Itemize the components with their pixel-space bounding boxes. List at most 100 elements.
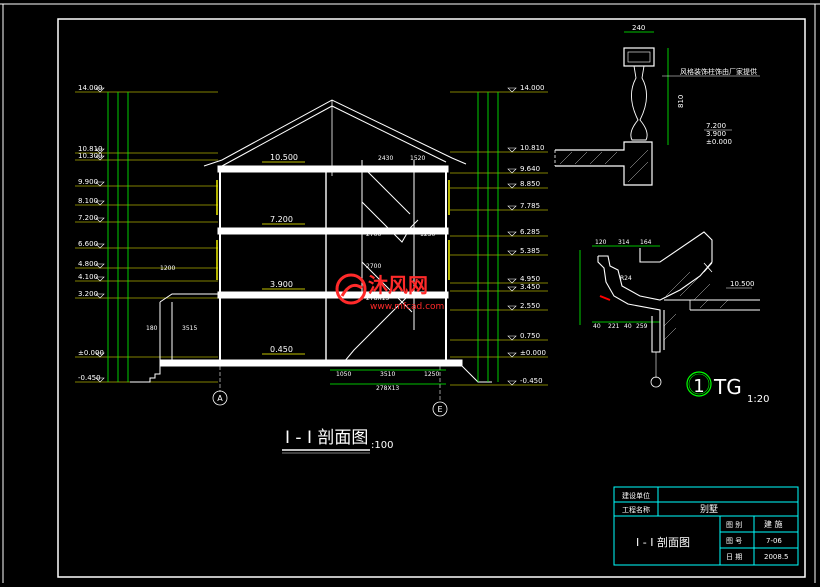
right-dimension-chain (477, 92, 499, 382)
level-marker (507, 147, 517, 153)
level-label-right: 0.750 (520, 332, 540, 340)
porch-dim: 3515 (182, 325, 197, 332)
level-marker (95, 200, 105, 206)
section-scale: :100 (371, 440, 393, 451)
level-label-right: 8.850 (520, 180, 540, 188)
level-label-left: 9.900 (78, 178, 98, 186)
level-marker (95, 276, 105, 282)
sheet-frame (57, 18, 806, 578)
level-label-right: 9.640 (520, 165, 540, 173)
watermark-url: www.mfcad.com (370, 302, 444, 312)
tb-unit-label: 建设单位 (622, 491, 650, 500)
tb-number-value: 7-06 (766, 537, 782, 545)
section-title: I - I 剖面图 (285, 428, 368, 448)
detail-tag-scale: 1:20 (747, 394, 769, 405)
level-label-left: 8.100 (78, 197, 98, 205)
column-capital (623, 47, 655, 67)
title-block-text: 建设单位 工程名称 别墅 I - I 剖面图 图 别 建 施 图 号 7-06 … (622, 491, 789, 561)
bottom-dim: 3510 (380, 371, 395, 378)
level-label-left: -0.450 (78, 374, 101, 382)
tb-date-value: 2008.5 (764, 553, 789, 561)
left-level-ruler: 14.00010.81010.3009.9008.1007.2006.6004.… (75, 84, 218, 383)
level-label-right: 6.285 (520, 228, 540, 236)
level-marker (95, 377, 105, 383)
tb-project-label: 工程名称 (622, 505, 650, 514)
detail-tag: 1 TG 1:20 (686, 371, 769, 405)
cornice-detail: 120 314 164 40 221 40 259 R24 (579, 231, 760, 388)
column-width-dim: 240 (632, 24, 645, 32)
right-steps (461, 365, 492, 383)
porch-dim: 1200 (160, 265, 175, 272)
cornice-dim-bottom: 40 (593, 323, 601, 330)
svg-text:A: A (217, 394, 223, 403)
svg-text:E: E (437, 405, 442, 414)
column-level: ±0.000 (706, 138, 732, 146)
level-marker (507, 352, 517, 358)
left-dimension-chain (107, 92, 129, 382)
level-marker (507, 250, 517, 256)
tb-drawing-name: I - I 剖面图 (636, 535, 690, 549)
column-level: 7.200 (706, 122, 726, 130)
tb-number-label: 图 号 (726, 537, 742, 545)
watermark-brand: 沐风网 (368, 273, 428, 297)
cornice-dim-top: 314 (618, 239, 630, 246)
left-porch (159, 293, 220, 303)
detail-tag-circle (686, 371, 712, 397)
column-detail: 240 风格装饰柱饰由厂家提供 810 7.200 3.900 ±0.000 (554, 24, 760, 186)
level-marker (95, 243, 105, 249)
cornice-profile (598, 231, 713, 301)
level-label-right: ±0.000 (520, 349, 546, 357)
level-label-right: -0.450 (520, 377, 543, 385)
watermark-logo (335, 273, 367, 305)
axis-bubble-e: E (432, 401, 448, 417)
bottom-dim: 1050 (336, 371, 351, 378)
ground-slab (159, 359, 463, 367)
floor-slab-3 (217, 165, 449, 173)
level-marker (95, 87, 105, 93)
level-label-right: 7.785 (520, 202, 540, 210)
porch-dimensions: 1200 180 3515 (146, 265, 197, 332)
stair-dim: 2700 (366, 231, 381, 238)
cornice-dim-bottom: 40 (624, 323, 632, 330)
cornice-dim-bottom: 221 (608, 323, 620, 330)
level-label-left: 6.600 (78, 240, 98, 248)
title-block (613, 486, 799, 566)
level-label-left: 4.100 (78, 273, 98, 281)
column-base-slab (555, 141, 653, 186)
interior-level-3: 3.900 (270, 280, 293, 289)
stair-dim: 278X13 (366, 295, 389, 302)
level-marker (507, 380, 517, 386)
column-level: 3.900 (706, 130, 726, 138)
stair-flight-2 (361, 201, 419, 243)
interior-level-1: 10.500 (270, 153, 298, 162)
left-steps (130, 366, 161, 383)
section-title-block: I - I 剖面图 :100 (282, 428, 393, 454)
level-label-right: 5.385 (520, 247, 540, 255)
level-marker (507, 231, 517, 237)
level-marker (507, 87, 517, 93)
cornice-radius-label: R24 (620, 275, 632, 282)
level-label-right: 10.810 (520, 144, 545, 152)
level-marker (95, 263, 105, 269)
interior-level-4: 0.450 (270, 345, 293, 354)
baluster-shape (630, 65, 648, 141)
level-marker (95, 217, 105, 223)
level-marker (507, 335, 517, 341)
level-label-right: 4.950 (520, 275, 540, 283)
level-marker (507, 168, 517, 174)
stair-flight-0 (343, 289, 415, 363)
level-label-right: 14.000 (520, 84, 545, 92)
roof-outline (203, 99, 467, 167)
level-marker (95, 181, 105, 187)
level-marker (95, 148, 105, 154)
axis-bubble-a: A (212, 390, 228, 406)
level-label-left: 10.810 (78, 145, 103, 153)
column-height-dim: 810 (677, 95, 685, 108)
level-label-left: 7.200 (78, 214, 98, 222)
level-marker (95, 352, 105, 358)
level-marker (95, 293, 105, 299)
cornice-dim-top: 120 (595, 239, 607, 246)
stair-dim: 1520 (410, 155, 425, 162)
building-section (130, 99, 492, 402)
